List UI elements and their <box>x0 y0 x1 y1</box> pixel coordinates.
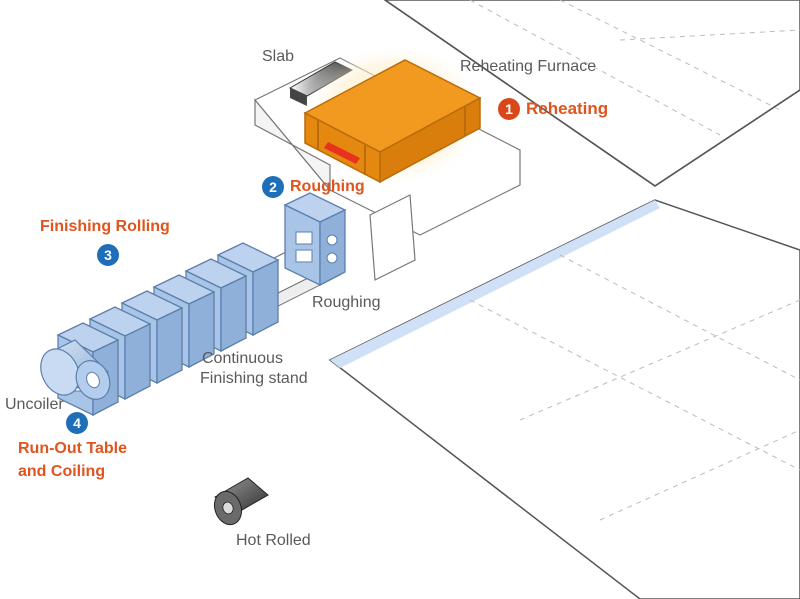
step-reheating: 1 Reheating <box>498 98 608 120</box>
uncoiler-label: Uncoiler <box>5 396 64 413</box>
reheating-furnace <box>303 59 482 184</box>
slab-label: Slab <box>262 48 295 65</box>
step-4-title-line2: and Coiling <box>18 463 106 480</box>
step-4-title-line1: Run-Out Table <box>18 440 128 457</box>
coiler-steel-coil-icon <box>40 339 111 400</box>
step-3-numbered-circle-icon: 3 <box>97 244 119 266</box>
continuous-label: Continuous <box>202 350 283 367</box>
roughing-stand-label: Roughing <box>312 294 381 311</box>
reheating-furnace-label: Reheating Furnace <box>460 58 597 75</box>
step-2-numbered-circle-icon: 2 <box>262 176 284 198</box>
floor-plates <box>328 0 800 599</box>
step-3-title: Finishing Rolling <box>40 218 170 235</box>
step-1-title: Reheating <box>526 99 609 118</box>
step-1-numbered-circle-icon: 1 <box>498 98 520 120</box>
step-4-numbered-circle-icon: 4 <box>66 412 88 434</box>
roughing-stand <box>283 192 347 287</box>
step-2-title: Roughing <box>290 178 365 195</box>
hot-rolled-label: Hot Rolled <box>236 532 311 549</box>
step-roughing: 2 Roughing <box>262 176 365 198</box>
hot-rolled-steel-coil-icon <box>213 477 269 526</box>
finishing-stand-label: Finishing stand <box>200 370 308 387</box>
